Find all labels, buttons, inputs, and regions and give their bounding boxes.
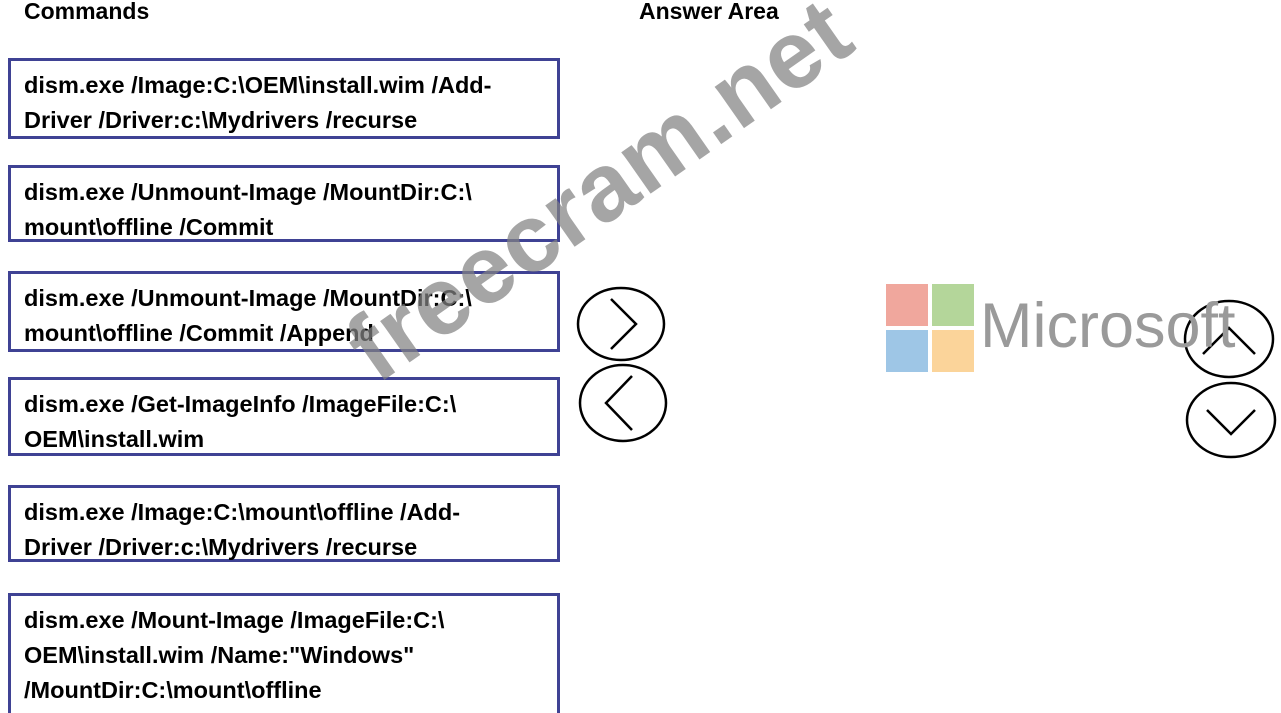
move-down-button[interactable] <box>1185 380 1277 460</box>
command-line: Driver /Driver:c:\Mydrivers /recurse <box>24 107 418 133</box>
command-line: dism.exe /Unmount-Image /MountDir:C:\ <box>24 285 472 311</box>
microsoft-wordmark: Microsoft <box>980 291 1236 361</box>
command-item-unmount-commit[interactable]: dism.exe /Unmount-Image /MountDir:C:\ mo… <box>8 165 560 242</box>
microsoft-logo <box>886 284 974 372</box>
command-line: OEM\install.wim /Name:"Windows" <box>24 642 415 668</box>
move-right-button[interactable] <box>576 286 668 362</box>
command-line: /MountDir:C:\mount\offline <box>24 677 322 703</box>
command-line: dism.exe /Image:C:\mount\offline /Add- <box>24 499 461 525</box>
logo-square-blue <box>886 330 928 372</box>
move-left-button[interactable] <box>578 362 670 444</box>
chevron-left-icon <box>578 363 668 443</box>
command-item-get-imageinfo[interactable]: dism.exe /Get-ImageInfo /ImageFile:C:\ O… <box>8 377 560 456</box>
move-up-button[interactable] <box>1183 298 1275 380</box>
command-line: mount\offline /Commit <box>24 214 274 240</box>
logo-square-green <box>932 284 974 326</box>
command-line: mount\offline /Commit /Append <box>24 320 374 346</box>
command-line: dism.exe /Mount-Image /ImageFile:C:\ <box>24 607 445 633</box>
command-line: Driver /Driver:c:\Mydrivers /recurse <box>24 534 418 560</box>
chevron-right-icon <box>576 286 666 362</box>
command-line: dism.exe /Unmount-Image /MountDir:C:\ <box>24 179 472 205</box>
command-item-mount-image[interactable]: dism.exe /Mount-Image /ImageFile:C:\ OEM… <box>8 593 560 713</box>
command-line: OEM\install.wim <box>24 426 205 452</box>
command-item-add-driver-oem-image[interactable]: dism.exe /Image:C:\OEM\install.wim /Add-… <box>8 58 560 139</box>
commands-heading: Commands <box>24 0 150 24</box>
logo-square-red <box>886 284 928 326</box>
command-line: dism.exe /Get-ImageInfo /ImageFile:C:\ <box>24 391 457 417</box>
chevron-up-icon <box>1183 299 1275 379</box>
answer-area-heading: Answer Area <box>639 0 779 24</box>
command-item-add-driver-mounted-image[interactable]: dism.exe /Image:C:\mount\offline /Add- D… <box>8 485 560 562</box>
command-line: dism.exe /Image:C:\OEM\install.wim /Add- <box>24 72 492 98</box>
logo-square-yellow <box>932 330 974 372</box>
chevron-down-icon <box>1185 381 1277 459</box>
command-item-unmount-commit-append[interactable]: dism.exe /Unmount-Image /MountDir:C:\ mo… <box>8 271 560 352</box>
